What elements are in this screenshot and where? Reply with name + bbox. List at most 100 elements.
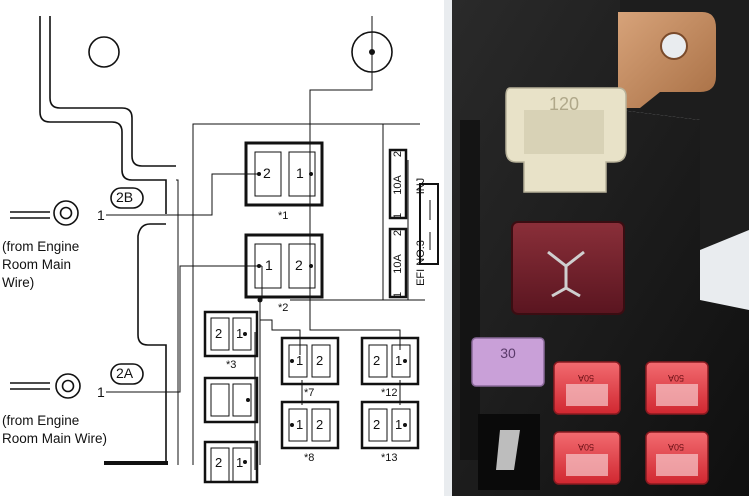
relay-bottom-cell-a	[210, 447, 230, 483]
fuse-inj-pin-b: 1	[392, 212, 404, 219]
wire-2a	[106, 265, 262, 393]
relay-13-pin-dot	[403, 423, 407, 427]
relay-2	[244, 233, 324, 299]
relay-3-pin-a: 2	[215, 326, 223, 341]
connector-oval-2b	[110, 187, 144, 209]
fuse-bracket	[419, 183, 439, 265]
note-upper-line-2: Room Main	[2, 257, 72, 272]
relay-1-pin-dot-b	[309, 172, 313, 176]
fuse-inj-rating: 10A	[392, 175, 404, 195]
terminal-lead-2a	[10, 382, 50, 390]
relay-3	[203, 310, 259, 358]
ring-terminal-2a-hole	[61, 379, 75, 393]
relay-blank	[203, 376, 259, 424]
fuse-box-wall	[460, 120, 480, 460]
relay-7-ref: *7	[304, 387, 315, 399]
note-upper-line-3: Wire)	[2, 275, 35, 290]
junction-dot	[257, 297, 263, 303]
fuse-efi-rating: 10A	[392, 254, 404, 274]
fuse-efi-label: 1 10A 2	[390, 230, 406, 298]
relay-1-pin-dot-a	[257, 172, 261, 176]
note-upper: (from Engine Room Main Wire)	[2, 238, 79, 292]
connector-pin-2a: 1	[97, 384, 105, 400]
fuse-red-4	[645, 431, 709, 485]
relay-8-ref: *8	[304, 452, 315, 464]
relay-2-pin-b: 2	[295, 257, 303, 273]
wire-2b	[106, 173, 260, 216]
relay-3-cell-b	[232, 317, 252, 351]
fuse-maroon	[511, 221, 625, 315]
relay-2-pin-dot-b	[309, 264, 313, 268]
housing-inner-outline	[49, 16, 176, 167]
relay-12-ref: *12	[381, 387, 398, 399]
wire-ground	[309, 52, 401, 350]
fuse-red-3-window	[566, 454, 608, 476]
fuse-red-4-marking: 50A	[668, 442, 684, 452]
relay-bottom-pin-a: 2	[215, 455, 223, 470]
fuse-maroon-terminal	[547, 250, 585, 298]
relay-2-pin-a: 1	[265, 257, 273, 273]
fuse-red-2-window	[656, 384, 698, 406]
relay-12-cell-b	[391, 344, 411, 378]
connector-label-2b: 2B	[116, 189, 134, 205]
relay-7-pin-dot	[290, 359, 294, 363]
relay-12	[360, 336, 420, 386]
relay-1-cell-a	[254, 151, 282, 197]
relay-8-pin-dot	[290, 423, 294, 427]
relay-1-ref: *1	[278, 210, 289, 222]
relay-13-pin-b: 1	[395, 417, 403, 432]
ring-terminal-2b	[53, 200, 79, 226]
fuse-efi-pin-b: 1	[392, 291, 404, 298]
fuse-red-1-window	[566, 384, 608, 406]
relay-1-pin-b: 1	[296, 165, 304, 181]
relay-3-ref: *3	[226, 359, 237, 371]
relay-7	[280, 336, 340, 386]
relay-1-cell-b	[288, 151, 316, 197]
connector-label-2a: 2A	[116, 365, 134, 381]
wiring-diagram	[10, 16, 439, 484]
relay-7-cell-a	[288, 344, 308, 378]
red-mini-fuses: 50A 50A 50A 50A	[553, 361, 709, 485]
fuse-red-3	[553, 431, 621, 485]
relay-2-ref: *2	[278, 302, 289, 314]
relay-3-pin-dot	[243, 332, 247, 336]
relay-8-pin-a: 1	[296, 417, 304, 432]
fuse-large-rating: 120	[549, 94, 579, 114]
fuse-purple	[471, 337, 545, 387]
relay-8-pin-b: 2	[316, 417, 324, 432]
relay-8-cell-a	[288, 408, 308, 442]
relay-12-pin-a: 2	[373, 353, 381, 368]
relay-bottom-pin-dot	[243, 460, 247, 464]
note-lower-line-1: (from Engine	[2, 413, 80, 428]
relay-bottom-pin-b: 1	[236, 455, 244, 470]
fuse-box-back	[620, 0, 749, 250]
fuse-inj-label: 1 10A 2	[390, 151, 406, 219]
relay-13-pin-a: 2	[373, 417, 381, 432]
fuse-large-window	[524, 110, 604, 154]
fuse-inj-box	[388, 148, 408, 220]
terminal-lead-2b	[10, 211, 50, 219]
fuse-red-2-marking: 50A	[668, 373, 684, 383]
relay-7-cell-b	[311, 344, 331, 378]
relay-1	[244, 141, 324, 207]
relay-2-cell-b	[288, 243, 316, 289]
fuse-efi-box	[388, 227, 408, 299]
note-lower-line-2: Room Main Wire)	[2, 431, 108, 446]
relay-blank-cell-b	[232, 383, 252, 417]
relay-12-pin-b: 1	[395, 353, 403, 368]
wire-frame-a	[192, 123, 420, 465]
relay-8	[280, 400, 340, 450]
relay-3-pin-b: 1	[236, 326, 244, 341]
relay-2-cell-a	[254, 243, 282, 289]
relay-7-pin-a: 1	[296, 353, 304, 368]
relay-blank-cell-a	[210, 383, 230, 417]
fuse-red-1-marking: 50A	[578, 373, 594, 383]
fuse-inj-pin-a: 2	[392, 151, 404, 158]
relay-13	[360, 400, 420, 450]
relay-8-cell-b	[311, 408, 331, 442]
slot-terminal	[496, 430, 520, 470]
fuse-red-3-marking: 50A	[578, 442, 594, 452]
relay-blank-pin-dot	[246, 398, 250, 402]
relay-bottom-cell-b	[232, 447, 252, 483]
